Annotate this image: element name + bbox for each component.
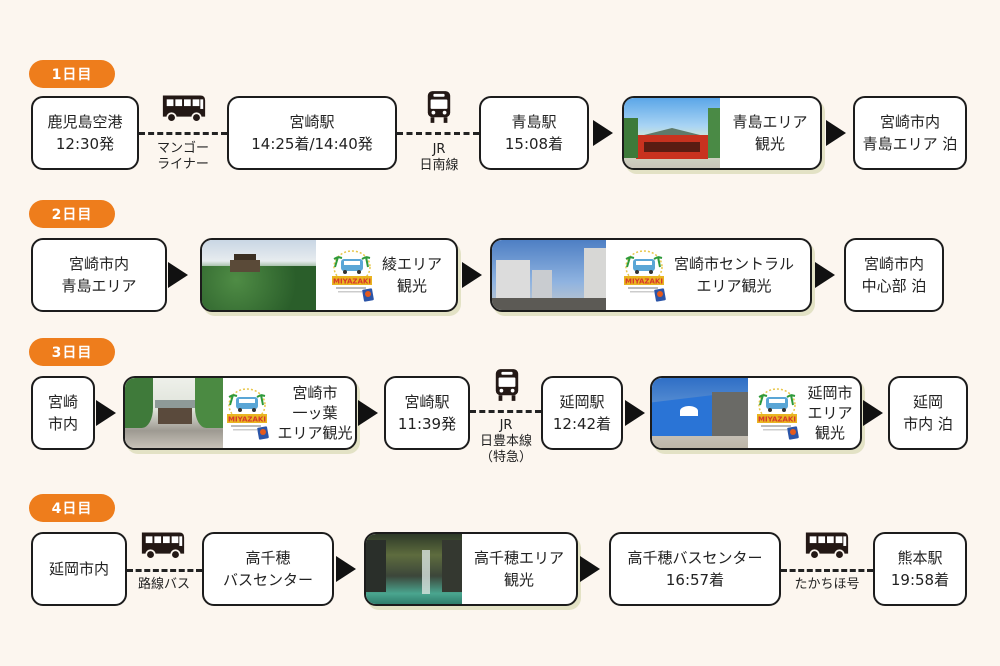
bus-icon bbox=[139, 530, 187, 560]
route-line bbox=[127, 569, 202, 572]
sightseeing-label: 延岡市 エリア 観光 bbox=[748, 378, 860, 448]
stop-takachiho-bus-center-arrival: 高千穂バスセンター 16:57着 bbox=[609, 532, 781, 606]
arrow-right-icon bbox=[826, 120, 846, 146]
train-icon bbox=[493, 368, 521, 402]
sightseeing-label: 宮崎市 一ッ葉 エリア観光 bbox=[223, 378, 355, 448]
transport-label: マンゴー ライナー bbox=[156, 141, 209, 172]
bus-icon bbox=[803, 530, 851, 560]
route-line bbox=[139, 132, 227, 135]
stop-time: 14:25着/14:40発 bbox=[251, 135, 373, 153]
arrow-right-icon bbox=[580, 556, 600, 582]
sightseeing-label: 宮崎市セントラル エリア観光 bbox=[606, 240, 810, 310]
arrow-right-icon bbox=[96, 400, 116, 426]
arrow-right-icon bbox=[593, 120, 613, 146]
arrow-right-icon bbox=[336, 556, 356, 582]
stop-stay-aoshima: 宮崎市内 青島エリア 泊 bbox=[853, 96, 967, 170]
transport-label: JR 日南線 bbox=[419, 142, 459, 173]
stop-aoshima-station: 青島駅 15:08着 bbox=[479, 96, 589, 170]
stop-nobeoka-city: 延岡市内 bbox=[31, 532, 127, 606]
train-icon bbox=[425, 90, 453, 124]
aoshima-shrine-photo bbox=[624, 98, 720, 168]
route-line bbox=[781, 569, 873, 572]
sightseeing-label: 青島エリア 観光 bbox=[732, 113, 808, 153]
transport-label: JR 日豊本線 （特急） bbox=[479, 418, 532, 465]
sightseeing-label: 綾エリア 観光 bbox=[316, 240, 456, 310]
stop-time: 15:08着 bbox=[504, 135, 564, 153]
sightseeing-miyazaki-central: 宮崎市セントラル エリア観光 bbox=[490, 238, 812, 312]
sightseeing-hitotsuba: 宮崎市 一ッ葉 エリア観光 bbox=[123, 376, 357, 450]
stop-miyazaki-aoshima: 宮崎市内 青島エリア bbox=[31, 238, 167, 312]
hitotsuba-shrine-photo bbox=[125, 378, 223, 448]
arrow-right-icon bbox=[863, 400, 883, 426]
transport-label: たかちほ号 bbox=[794, 577, 860, 592]
miyazaki-logo-icon bbox=[755, 385, 801, 441]
sightseeing-nobeoka: 延岡市 エリア 観光 bbox=[650, 376, 862, 450]
stop-kagoshima-airport: 鹿児島空港 12:30発 bbox=[31, 96, 139, 170]
stop-kumamoto-station: 熊本駅 19:58着 bbox=[873, 532, 967, 606]
nobeoka-building-photo bbox=[652, 378, 748, 448]
miyazaki-logo-icon bbox=[330, 247, 376, 303]
takachiho-gorge-photo bbox=[366, 534, 462, 604]
stop-stay-nobeoka: 延岡 市内 泊 bbox=[888, 376, 968, 450]
stop-miyazaki-station: 宮崎駅 14:25着/14:40発 bbox=[227, 96, 397, 170]
route-line bbox=[470, 410, 541, 413]
arrow-right-icon bbox=[625, 400, 645, 426]
stop-name: 青島駅 bbox=[511, 113, 557, 131]
transport-label: 路線バス bbox=[137, 577, 190, 592]
stop-time: 12:30発 bbox=[55, 135, 115, 153]
day-1-badge: 1日目 bbox=[29, 60, 115, 88]
stop-stay-central: 宮崎市内 中心部 泊 bbox=[844, 238, 944, 312]
sightseeing-takachiho: 高千穂エリア 観光 bbox=[364, 532, 578, 606]
day-3-badge: 3日目 bbox=[29, 338, 115, 366]
stop-miyazaki-city: 宮崎 市内 bbox=[31, 376, 95, 450]
stop-name: 宮崎駅 bbox=[289, 113, 335, 131]
sightseeing-label: 高千穂エリア 観光 bbox=[473, 549, 564, 589]
sightseeing-aoshima: 青島エリア 観光 bbox=[622, 96, 822, 170]
day-2-badge: 2日目 bbox=[29, 200, 115, 228]
stop-nobeoka-station: 延岡駅 12:42着 bbox=[541, 376, 623, 450]
arrow-right-icon bbox=[168, 262, 188, 288]
bus-icon bbox=[160, 93, 208, 123]
route-line bbox=[397, 132, 479, 135]
miyazaki-logo-icon bbox=[622, 247, 668, 303]
miyazaki-central-photo bbox=[492, 240, 606, 310]
stop-takachiho-bus-center: 高千穂 バスセンター bbox=[202, 532, 334, 606]
aya-castle-photo bbox=[202, 240, 316, 310]
sightseeing-aya: 綾エリア 観光 bbox=[200, 238, 458, 312]
arrow-right-icon bbox=[462, 262, 482, 288]
day-4-badge: 4日目 bbox=[29, 494, 115, 522]
stop-name: 鹿児島空港 bbox=[47, 113, 123, 131]
arrow-right-icon bbox=[358, 400, 378, 426]
arrow-right-icon bbox=[815, 262, 835, 288]
stop-miyazaki-station-day3: 宮崎駅 11:39発 bbox=[384, 376, 470, 450]
miyazaki-logo-icon bbox=[225, 385, 271, 441]
